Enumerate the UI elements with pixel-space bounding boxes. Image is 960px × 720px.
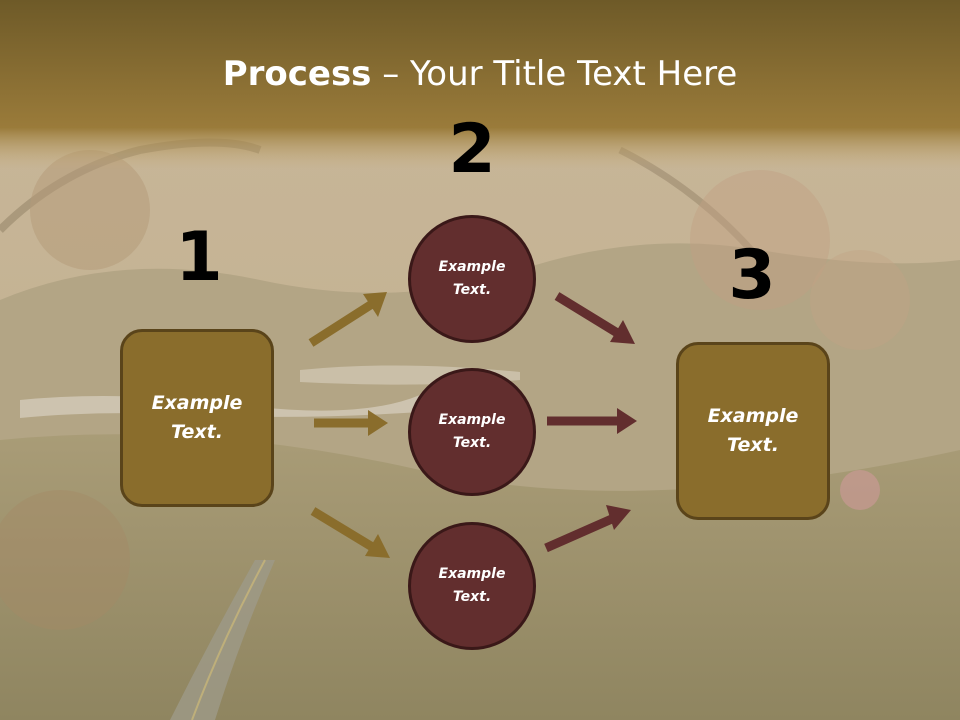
circle-top-text: Example Text. bbox=[438, 259, 506, 298]
slide-title: Process – Your Title Text Here bbox=[0, 52, 960, 96]
step-number-3: 3 bbox=[728, 236, 776, 315]
middle-circle-bottom: Example Text. bbox=[408, 522, 536, 650]
circle-bottom-text: Example Text. bbox=[438, 566, 506, 605]
step-number-2: 2 bbox=[448, 110, 496, 189]
middle-circle-top: Example Text. bbox=[408, 215, 536, 343]
title-rest-part: – Your Title Text Here bbox=[371, 54, 738, 94]
middle-circle-center: Example Text. bbox=[408, 368, 536, 496]
step-number-1: 1 bbox=[175, 218, 223, 297]
right-step-box-text: Example Text. bbox=[707, 405, 799, 456]
left-step-box-text: Example Text. bbox=[151, 392, 243, 443]
title-bold-part: Process bbox=[222, 54, 372, 94]
left-step-box: Example Text. bbox=[120, 329, 274, 507]
circle-center-text: Example Text. bbox=[438, 412, 506, 451]
right-step-box: Example Text. bbox=[676, 342, 830, 520]
